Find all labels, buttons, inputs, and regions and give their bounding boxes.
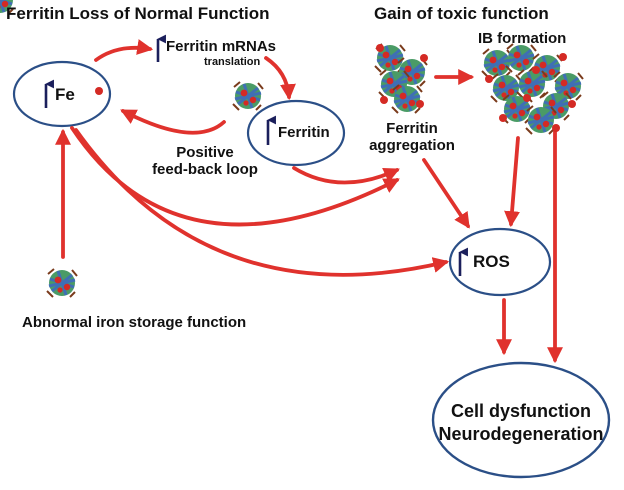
fe-node — [12, 60, 112, 128]
arrow-ib-to-ros — [504, 136, 520, 228]
fe-label: Fe — [55, 85, 75, 104]
ferritin-aggregation-label: Ferritin aggregation — [360, 120, 464, 155]
heading-loss: Ferritin Loss of Normal Function — [6, 4, 270, 23]
abnormal-storage-label: Abnormal iron storage function — [22, 314, 247, 331]
ferritin-aggregation-icon — [373, 42, 429, 115]
arrow-aggregation-to-ros — [422, 158, 470, 229]
arrow-ferritin-to-aggregation — [292, 166, 400, 185]
positive-feedback-line-1: Positive — [176, 144, 234, 161]
ferritin-label: Ferritin — [278, 124, 330, 141]
positive-feedback-label: Positive feed-back loop — [140, 144, 270, 179]
translation-label: translation — [204, 56, 261, 68]
iron-dot-icon — [95, 87, 103, 95]
positive-feedback-line-2: feed-back loop — [152, 161, 258, 179]
cell-dysfunction-node — [431, 361, 611, 479]
inclusion-body-icon — [480, 42, 585, 136]
cell-dysfunction-label: Cell dysfunction Neurodegeneration — [433, 400, 609, 445]
ferritin-mrnas-label: Ferritin mRNAs — [166, 38, 277, 55]
heading-gain: Gain of toxic function — [374, 4, 549, 23]
arrow-fe-to-ros — [74, 128, 450, 277]
ib-formation-label: IB formation — [478, 30, 567, 47]
neurodegeneration-line: Neurodegeneration — [438, 423, 604, 444]
ferritin-particle-icon — [45, 267, 79, 299]
arrow-mrnas-to-ferritin — [264, 56, 296, 101]
aggregation-line-1: Ferritin — [386, 120, 438, 137]
ros-label: ROS — [473, 252, 510, 271]
cell-dysfunction-line: Cell dysfunction — [450, 401, 591, 421]
ferritin-node — [246, 99, 346, 167]
arrow-feedback-to-fe — [120, 109, 226, 135]
arrow-fe-to-mrnas — [94, 39, 154, 62]
ros-node — [448, 227, 552, 297]
aggregation-line-2: aggregation — [369, 137, 455, 155]
ferritin-particle-icon — [231, 80, 265, 112]
